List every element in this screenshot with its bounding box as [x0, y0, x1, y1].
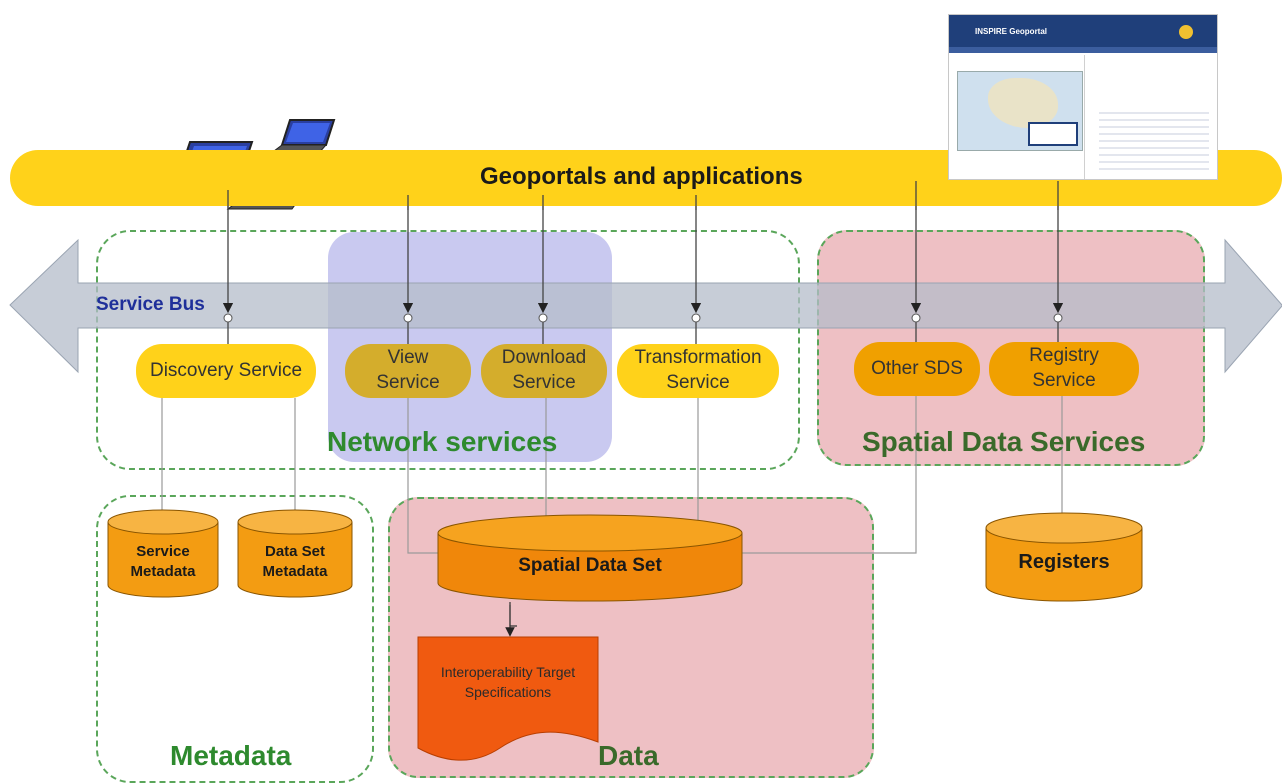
network-services-title: Network services — [327, 426, 558, 457]
bus-tap-download — [538, 313, 548, 323]
screenshot-title: INSPIRE Geoportal — [975, 27, 1048, 36]
other-sds-label: Other SDS — [871, 357, 963, 379]
geoportal-bar-label: Geoportals and applications — [480, 163, 803, 190]
screenshot-map — [957, 71, 1083, 151]
bus-tap-discovery — [223, 313, 233, 323]
service-bus-arrow — [9, 238, 1282, 374]
registers-label: Registers — [1018, 551, 1110, 573]
geoportal-screenshot: INSPIRE Geoportal — [948, 14, 1218, 180]
network-services-frame — [96, 230, 800, 470]
data-title: Data — [598, 740, 659, 771]
bus-tap-transformation — [691, 313, 701, 323]
screenshot-header: INSPIRE Geoportal — [949, 15, 1217, 47]
spatial-data-services-title: Spatial Data Services — [862, 426, 1146, 457]
service-bus-label: Service Bus — [96, 294, 205, 315]
discovery-service: Discovery Service — [136, 344, 316, 398]
registry-service-label-1: Registry — [1029, 345, 1099, 367]
registry-service-label-2: Service — [1032, 370, 1096, 391]
interoperability-document — [417, 636, 599, 761]
registers-db — [985, 512, 1143, 602]
metadata-title: Metadata — [170, 740, 292, 771]
bus-tap-registry — [1053, 313, 1063, 323]
spatial-data-set-label: Spatial Data Set — [518, 555, 662, 576]
screenshot-tag-cloud — [1099, 107, 1209, 171]
screenshot-nav — [949, 47, 1217, 53]
transformation-service-label-1: Transformation — [634, 347, 762, 369]
bus-tap-other-sds — [911, 313, 921, 323]
spatial-data-set-db — [437, 514, 743, 602]
other-sds-service: Other SDS — [854, 342, 980, 396]
bus-tap-view — [403, 313, 413, 323]
download-service-label-1: Download — [501, 347, 587, 369]
eu-emblem-icon — [1177, 23, 1195, 41]
transformation-service-label-2: Service — [666, 372, 730, 393]
view-service-label-1: View — [387, 347, 429, 369]
service-metadata-db — [107, 509, 219, 598]
discovery-service-label: Discovery Service — [149, 359, 303, 381]
view-service-label-2: Service — [376, 372, 440, 393]
download-service-label-2: Service — [512, 372, 576, 393]
dataset-metadata-db — [237, 509, 353, 598]
